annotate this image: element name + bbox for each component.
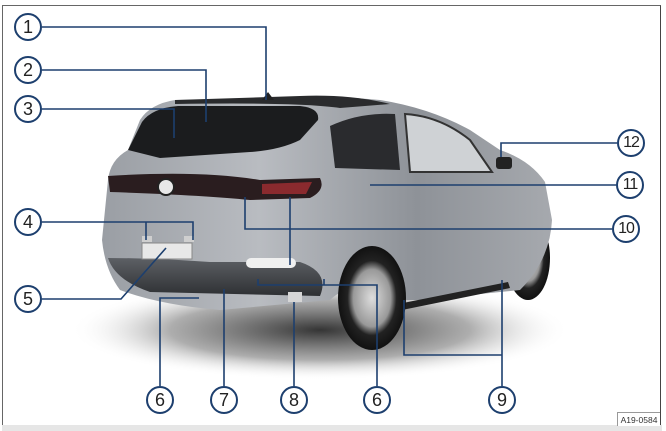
vw-logo	[157, 178, 175, 196]
callout-8: 8	[280, 386, 308, 414]
callout-9: 9	[488, 386, 516, 414]
callout-12: 12	[617, 129, 645, 157]
tail-light	[262, 182, 312, 194]
callout-4: 4	[14, 208, 42, 236]
reflector	[246, 258, 296, 268]
rear-window	[128, 106, 319, 158]
figure-bottom-bar	[2, 425, 662, 431]
callout-1: 1	[14, 13, 42, 41]
leader-lines	[42, 26, 617, 386]
callout-11: 11	[616, 171, 644, 199]
callout-5: 5	[14, 285, 42, 313]
callout-10: 10	[612, 215, 640, 243]
plate-light-left	[142, 236, 152, 242]
side-window-front	[403, 112, 494, 173]
callout-3: 3	[14, 95, 42, 123]
callout-6-bumper: 6	[146, 386, 174, 414]
callout-2: 2	[14, 56, 42, 84]
callout-7: 7	[210, 386, 238, 414]
rear-wheel	[338, 246, 406, 350]
plate-light-right	[184, 236, 194, 242]
license-plate	[141, 242, 193, 260]
roof-antenna	[262, 92, 274, 100]
callout-6-side: 6	[363, 386, 391, 414]
figure-id: A19-0584	[617, 412, 660, 426]
tow-hitch-cover	[288, 292, 302, 302]
side-window-rear	[330, 113, 400, 170]
side-sill	[398, 282, 510, 310]
side-mirror	[496, 157, 512, 169]
roof	[175, 95, 390, 108]
